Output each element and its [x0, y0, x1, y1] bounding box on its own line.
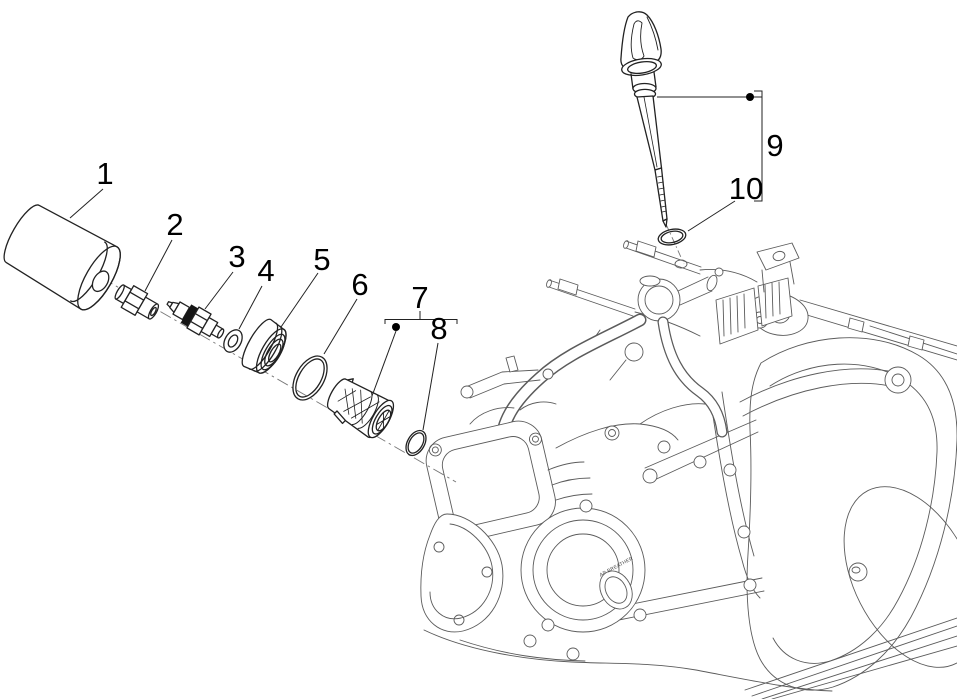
leader-dot-9	[746, 93, 754, 101]
leader-line-10	[687, 200, 736, 232]
callout-9[interactable]: 9	[766, 128, 783, 163]
callout-1[interactable]: 1	[96, 156, 113, 191]
callouts: 1 2 3 4 5 6 7 8 9 10	[96, 128, 783, 346]
leader-line-4	[238, 285, 263, 330]
valve-cover	[425, 420, 556, 542]
leader-line-2	[144, 239, 173, 292]
callout-8[interactable]: 8	[430, 311, 447, 346]
bracket-7	[384, 311, 458, 324]
engine-assembly: AP BREATHER	[420, 240, 957, 699]
callout-3[interactable]: 3	[228, 239, 245, 274]
small-o-ring	[405, 429, 427, 457]
top-bracket	[756, 242, 800, 293]
large-o-ring	[292, 355, 328, 401]
oil-filter	[3, 204, 121, 311]
dipstick-o-ring	[657, 228, 687, 246]
cylinder-fins	[547, 461, 593, 501]
frame-rails	[796, 299, 957, 361]
transmission-cover	[744, 337, 957, 699]
leader-dot-7	[392, 323, 400, 331]
leader-line-1	[69, 188, 104, 219]
centerlines	[23, 223, 685, 483]
leader-line-6	[323, 298, 358, 355]
rear-frame	[601, 391, 765, 624]
leader-lines	[69, 90, 763, 431]
water-pump-cover	[420, 513, 504, 633]
thermostat-housing	[567, 267, 724, 381]
union-fitting	[114, 284, 160, 320]
cooling-fins	[715, 277, 793, 345]
leader-line-7	[371, 330, 397, 397]
callout-10[interactable]: 10	[729, 171, 763, 206]
mounting-studs	[546, 240, 758, 337]
callout-4[interactable]: 4	[257, 253, 274, 288]
filter-cover-cap	[241, 318, 287, 374]
oil-dipstick	[620, 11, 668, 228]
filter-cartridge	[326, 378, 395, 439]
oil-pressure-switch	[166, 301, 225, 339]
callout-6[interactable]: 6	[351, 267, 368, 302]
callout-7[interactable]: 7	[411, 280, 428, 315]
assembly-axis	[23, 232, 457, 483]
crankcase-details	[423, 425, 833, 692]
dipstick-tube-boss	[674, 259, 688, 269]
leader-line-8	[422, 342, 439, 431]
leader-line-3	[204, 271, 234, 310]
sealing-washer	[223, 329, 243, 353]
exploded-parts	[3, 11, 687, 457]
valve-train	[460, 355, 706, 449]
leader-line-5	[280, 272, 319, 328]
bracket-9	[754, 90, 763, 202]
callout-2[interactable]: 2	[166, 207, 183, 242]
flywheel-cover: AP BREATHER	[520, 499, 647, 633]
callout-5[interactable]: 5	[313, 242, 330, 277]
